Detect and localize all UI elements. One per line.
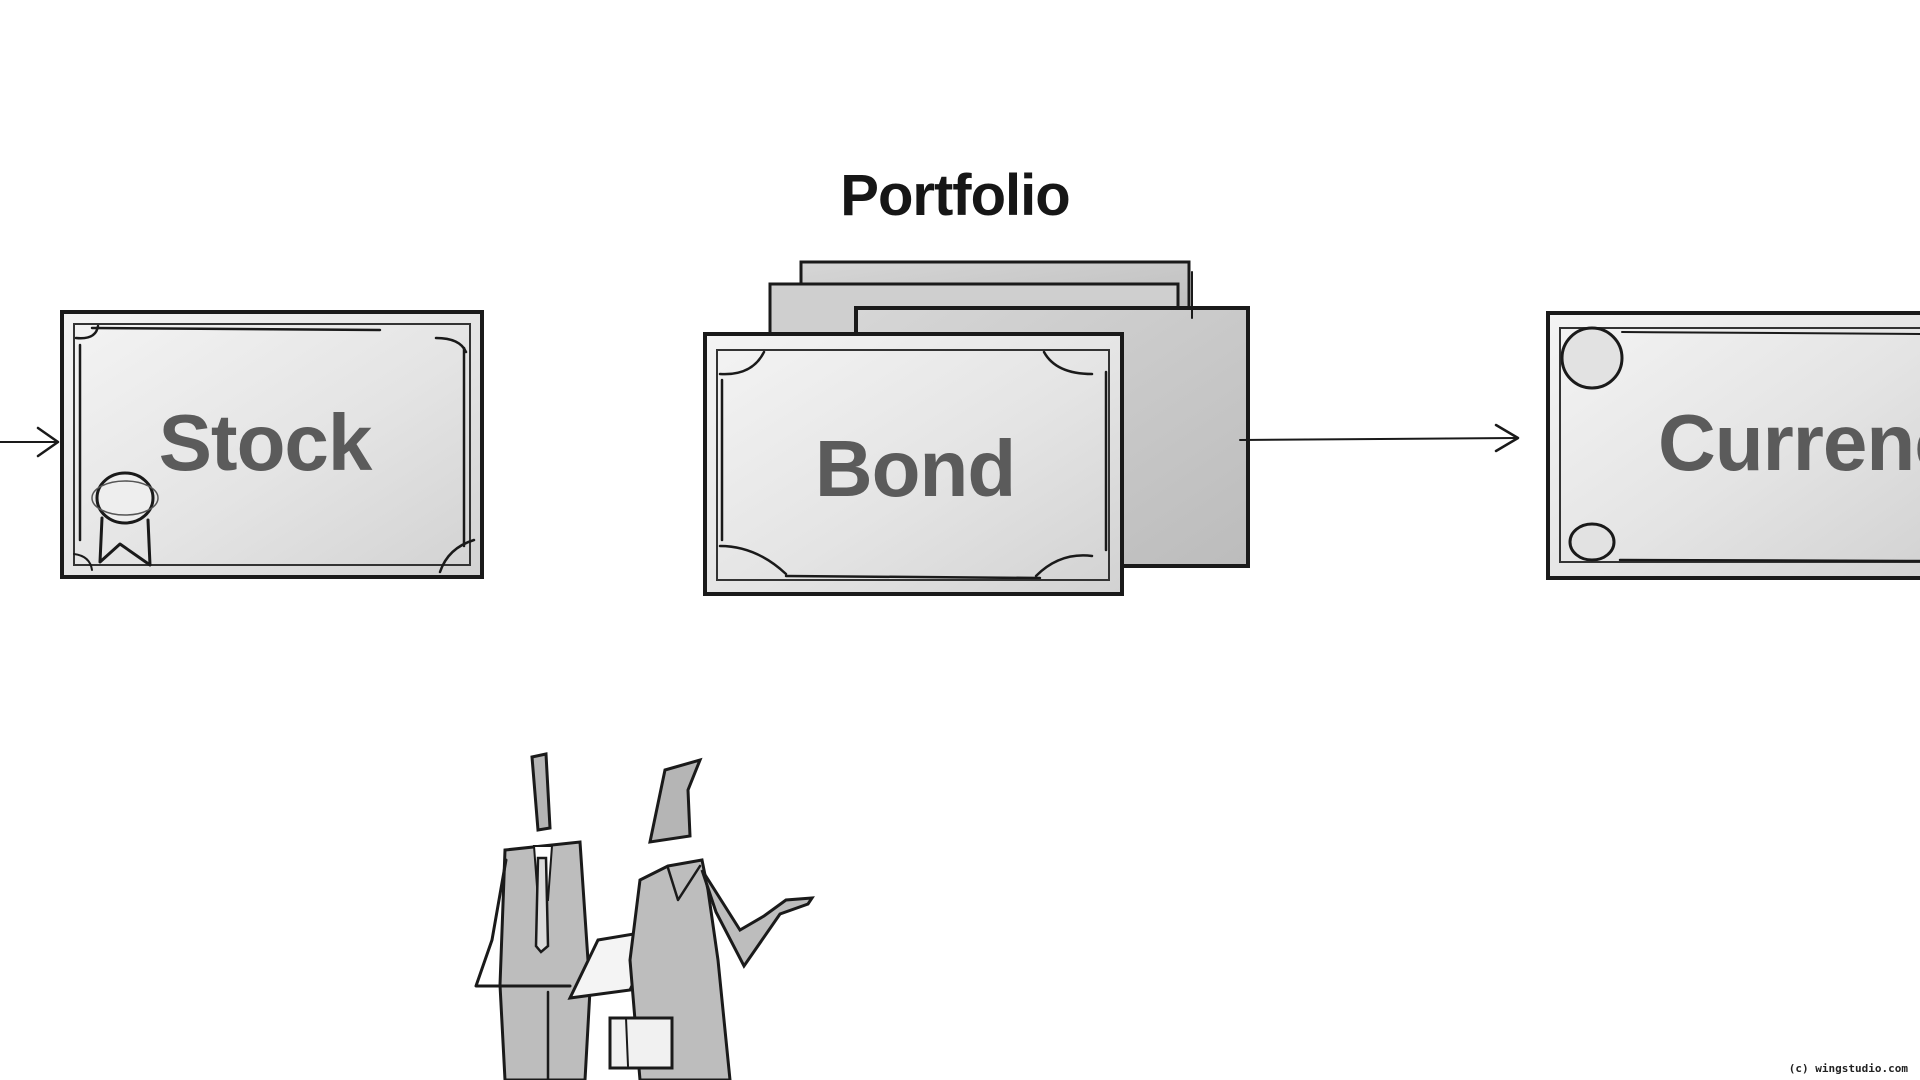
stock-certificate: Stock	[60, 310, 484, 579]
arrow-right-icon	[0, 426, 60, 458]
portfolio-title: Portfolio	[840, 163, 1069, 228]
bond-certificate: Bond	[703, 332, 1124, 596]
arrow-right-icon	[1239, 423, 1520, 453]
credit-text: (c) wingstudio.com	[1789, 1062, 1909, 1075]
ribbon-seal-icon	[91, 471, 159, 567]
currency-certificate: Currenc	[1546, 311, 1920, 580]
stock-label: Stock	[159, 398, 373, 487]
businessman-figure	[474, 752, 592, 1080]
currency-label: Currenc	[1658, 398, 1920, 487]
businesswoman-figure	[608, 757, 815, 1080]
bond-label: Bond	[815, 424, 1015, 513]
